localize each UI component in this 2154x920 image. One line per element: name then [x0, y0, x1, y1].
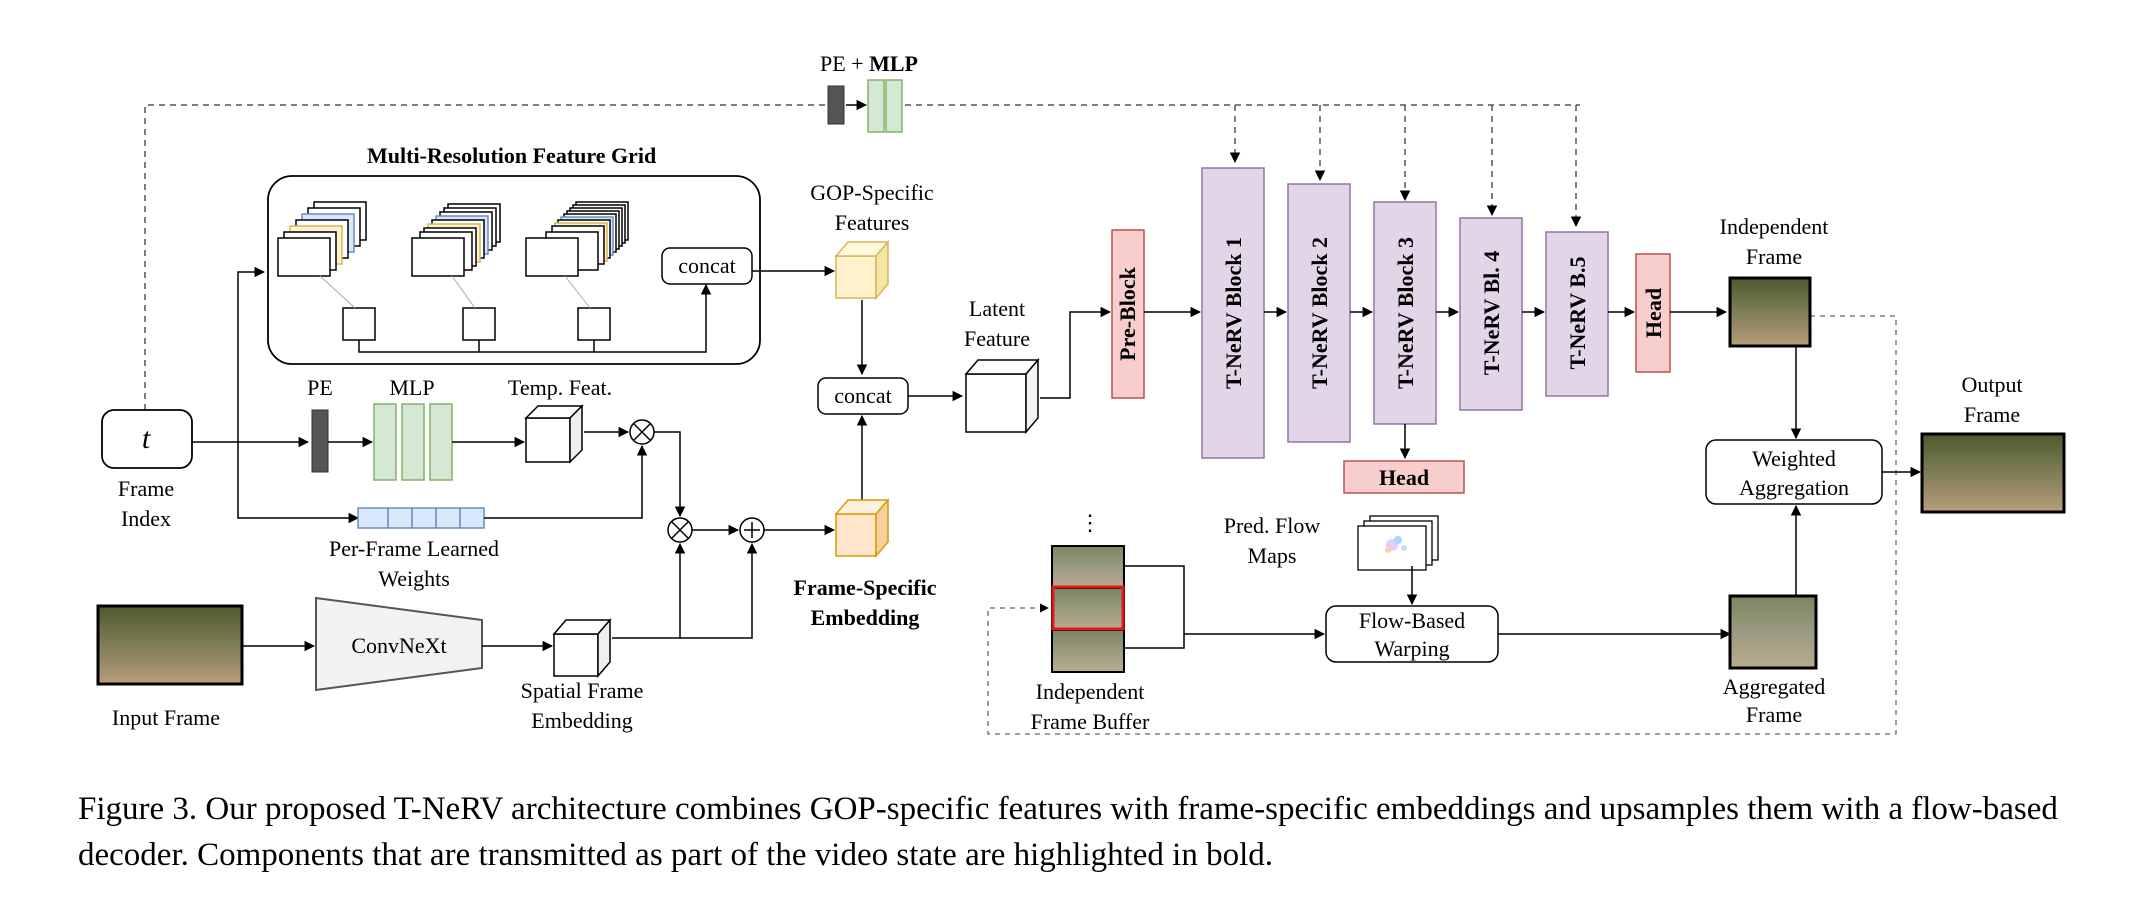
aggregated-frame-label-2: Frame — [1746, 702, 1802, 727]
pe-mlp-broadcast — [144, 104, 1582, 410]
aggregated-frame-image — [1728, 594, 1818, 670]
head-block — [1635, 253, 1671, 373]
frame-embedding-label-1: Frame-Specific — [794, 575, 937, 600]
frame-index-symbol: t — [142, 422, 151, 455]
mlp-top-block-2 — [885, 79, 903, 133]
input-frame-label: Input Frame — [112, 705, 220, 730]
pe-mlp-mlp-label: MLP — [869, 51, 918, 76]
gop-features-cube — [834, 239, 890, 301]
mlp-label: MLP — [389, 375, 434, 400]
mlp-blocks — [373, 403, 453, 481]
plus-op — [739, 517, 765, 543]
convnext-label: ConvNeXt — [351, 633, 446, 658]
pe-mlp-top: PE + MLP — [820, 51, 918, 133]
pe-top-block — [827, 85, 845, 125]
output-frame-image — [1920, 432, 2066, 514]
block-5 — [1545, 231, 1609, 397]
independent-frame-image — [1728, 276, 1812, 348]
weighted-agg-label-2: Aggregation — [1739, 475, 1849, 500]
pe-block — [311, 409, 329, 473]
frame-index-lines — [192, 266, 360, 524]
pred-flow-label-2: Maps — [1248, 543, 1297, 568]
block-1-label: T-NeRV Block 1 — [1221, 237, 1246, 389]
flow-warping-label-1: Flow-Based — [1359, 608, 1465, 633]
pre-block — [1111, 229, 1145, 399]
concat-grid-box — [661, 247, 753, 285]
feature-grid-stacks — [277, 201, 629, 341]
pe-mlp-pe-label: PE + — [820, 51, 869, 76]
frame-embedding-label-2: Embedding — [811, 605, 920, 630]
concat-grid-label: concat — [678, 253, 735, 278]
feature-grid-title: Multi-Resolution Feature Grid — [367, 143, 656, 168]
independent-frame-label-1: Independent — [1720, 214, 1829, 239]
frame-index-label-2: Index — [121, 506, 171, 531]
spatial-embedding-label-2: Embedding — [531, 708, 632, 733]
head-block-label: Head — [1641, 288, 1666, 338]
buffer-highlight — [1051, 585, 1125, 631]
spatial-embedding-cube — [552, 617, 612, 679]
output-frame-label-1: Output — [1961, 372, 2022, 397]
multiply-op-1 — [629, 419, 655, 445]
frame-embedding-cube — [834, 497, 890, 559]
concat-main-label: concat — [834, 383, 891, 408]
svg-text:PE + MLP: PE + MLP — [820, 51, 918, 76]
independent-frame-label-2: Frame — [1746, 244, 1802, 269]
block-2 — [1287, 183, 1351, 443]
latent-feature-label-1: Latent — [969, 296, 1025, 321]
feedback-loop — [987, 315, 1897, 735]
latent-feature-cube — [964, 357, 1040, 435]
decoder-blocks: Pre-Block T-NeRV Block 1 T-NeRV Block 2 … — [1111, 167, 1671, 459]
latent-feature-label-2: Feature — [964, 326, 1030, 351]
architecture-diagram: PE + MLP Multi-Resolution Feature Grid — [96, 51, 2066, 735]
mlp-top-block-1 — [867, 79, 885, 133]
weights-label-2: Weights — [378, 566, 450, 591]
grid-to-concat-lines — [358, 283, 712, 353]
weights-label-1: Per-Frame Learned — [329, 536, 499, 561]
block-5-label: T-NeRV B.5 — [1565, 257, 1590, 370]
frame-index-label-1: Frame — [118, 476, 174, 501]
gop-features-label-2: Features — [835, 210, 910, 235]
feature-grid-box — [267, 175, 761, 365]
output-frame-label-2: Frame — [1964, 402, 2020, 427]
grid-stack-1 — [277, 201, 376, 341]
buffer-label-2: Frame Buffer — [1031, 709, 1150, 734]
block-1 — [1201, 167, 1265, 459]
convnext-trapezoid — [315, 596, 483, 692]
grid-stack-2 — [411, 203, 501, 341]
pre-block-label: Pre-Block — [1115, 266, 1140, 360]
per-frame-weights — [357, 507, 485, 529]
gop-features-label-1: GOP-Specific — [810, 180, 934, 205]
head-below-label: Head — [1379, 465, 1429, 490]
head-below-block — [1343, 460, 1465, 494]
weighted-agg-label-1: Weighted — [1752, 446, 1836, 471]
block-3 — [1373, 201, 1437, 425]
figure-caption: Figure 3. Our proposed T-NeRV architectu… — [78, 791, 2058, 873]
pe-label: PE — [307, 375, 333, 400]
block-4 — [1459, 217, 1523, 411]
multiply-op-2 — [667, 517, 693, 543]
pred-flow-maps — [1357, 515, 1439, 571]
frame-index-box — [101, 409, 193, 469]
buffer-label-1: Independent — [1036, 679, 1145, 704]
temp-feat-cube — [524, 404, 584, 464]
block-3-label: T-NeRV Block 3 — [1393, 237, 1418, 389]
temp-feat-label: Temp. Feat. — [508, 375, 612, 400]
spatial-embedding-label-1: Spatial Frame — [521, 678, 644, 703]
decoder-arrows — [1144, 306, 1728, 460]
input-frame-image — [96, 604, 244, 686]
block-4-label: T-NeRV Bl. 4 — [1479, 251, 1504, 376]
pred-flow-label-1: Pred. Flow — [1224, 513, 1321, 538]
independent-frame-buffer — [1051, 545, 1125, 673]
grid-stack-3 — [525, 201, 629, 341]
block-2-label: T-NeRV Block 2 — [1307, 237, 1332, 389]
buffer-dots: ⋮ — [1079, 510, 1101, 535]
flow-warping-label-2: Warping — [1374, 636, 1449, 661]
aggregated-frame-label-1: Aggregated — [1723, 674, 1826, 699]
